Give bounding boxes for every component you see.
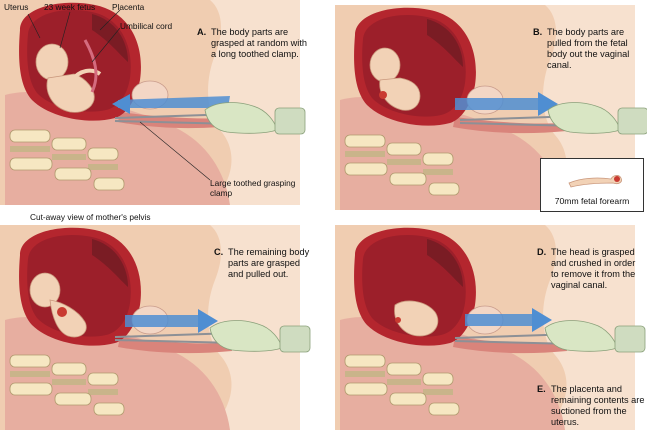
label-placenta: Placenta <box>112 2 145 12</box>
step-a: A. The body parts are grasped at random … <box>197 27 312 77</box>
step-d: D. The head is grasped and crushed in or… <box>537 247 647 297</box>
label-clamp: Large toothed grasping clamp <box>210 178 296 198</box>
label-uterus: Uterus <box>4 2 29 12</box>
step-e-text: The placenta and remaining contents are … <box>551 384 645 427</box>
panel-c <box>0 224 311 431</box>
fetus-b <box>369 47 421 111</box>
arrow-c-tip <box>198 309 218 333</box>
step-a-letter: A. <box>197 27 207 37</box>
panel-d <box>334 224 646 431</box>
forearm-icon <box>568 175 622 188</box>
step-b-text: The body parts are pulled from the fetal… <box>547 27 630 70</box>
arrow-a <box>118 96 230 108</box>
step-a-text: The body parts are grasped at random wit… <box>211 27 308 59</box>
arrow-b <box>455 98 540 110</box>
umbilical-cord-a <box>83 39 98 93</box>
step-d-text: The head is grasped and crushed in order… <box>551 247 636 290</box>
forearm-inset-label: 70mm fetal forearm <box>554 196 630 206</box>
step-d-letter: D. <box>537 247 547 257</box>
fetus-d <box>394 300 439 337</box>
step-b-letter: B. <box>533 27 543 37</box>
label-cord: Umbilical cord <box>120 21 173 31</box>
step-c: C. The remaining body parts are grasped … <box>214 247 314 287</box>
step-c-letter: C. <box>214 247 224 257</box>
leader-lines <box>27 9 211 181</box>
fetus-c <box>29 272 87 338</box>
arrow-d <box>465 314 535 326</box>
step-e-letter: E. <box>537 384 546 394</box>
step-b: B. The body parts are pulled from the fe… <box>533 27 647 77</box>
arrow-d-tip <box>532 308 552 332</box>
arrow-a-tip <box>112 94 130 114</box>
label-pelvis: Cut-away view of mother's pelvis <box>30 212 151 222</box>
arrow-b-tip <box>538 92 558 116</box>
label-fetus: 23 week fetus <box>44 2 96 12</box>
step-e: E. The placenta and remaining contents a… <box>537 384 647 432</box>
panel-a <box>0 0 306 206</box>
arrow-c <box>125 315 200 327</box>
step-c-text: The remaining body parts are grasped and… <box>228 247 310 279</box>
fetus-a <box>35 43 102 113</box>
panel-b <box>334 4 647 211</box>
forearm-inset: 70mm fetal forearm <box>540 158 644 212</box>
